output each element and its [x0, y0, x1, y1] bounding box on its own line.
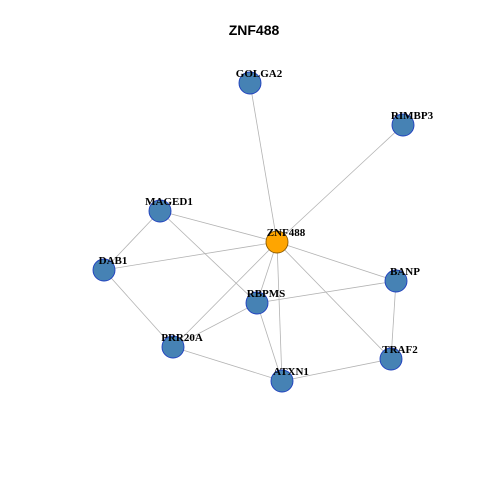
edge-dab1-prr20a [103, 269, 174, 348]
node-label: ZNF488 [267, 227, 306, 239]
node-maged1[interactable]: MAGED1 [145, 196, 193, 223]
node-znf488[interactable]: ZNF488 [265, 227, 306, 254]
edge-banp-traf2 [390, 280, 397, 360]
edge-znf488-dab1 [103, 241, 278, 271]
node-atxn1[interactable]: ATXN1 [270, 366, 309, 393]
edge-znf488-prr20a [172, 241, 278, 348]
node-circle[interactable] [148, 199, 172, 223]
node-circle[interactable] [161, 335, 185, 359]
edge-znf488-banp [276, 241, 397, 282]
node-label: MAGED1 [145, 196, 193, 208]
edge-znf488-rimbp3 [276, 124, 404, 243]
node-circle[interactable] [245, 291, 269, 315]
edge-znf488-atxn1 [276, 241, 283, 382]
edge-rbpms-atxn1 [256, 302, 283, 382]
node-circle[interactable] [238, 71, 262, 95]
node-prr20a[interactable]: PRR20A [161, 332, 203, 359]
node-label: BANP [390, 266, 420, 278]
node-traf2[interactable]: TRAF2 [379, 344, 418, 371]
node-banp[interactable]: BANP [384, 266, 420, 293]
node-label: PRR20A [161, 332, 203, 344]
edge-maged1-dab1 [103, 210, 161, 271]
node-rbpms[interactable]: RBPMS [245, 288, 286, 315]
node-circle[interactable] [92, 258, 116, 282]
node-circle[interactable] [384, 269, 408, 293]
node-label: RBPMS [247, 288, 286, 300]
node-circle[interactable] [265, 230, 289, 254]
node-circle[interactable] [270, 369, 294, 393]
node-circle[interactable] [379, 347, 403, 371]
edges-layer [103, 82, 404, 382]
node-circle[interactable] [391, 113, 415, 137]
node-rimbp3[interactable]: RIMBP3 [391, 110, 434, 137]
node-label: TRAF2 [382, 344, 418, 356]
edge-znf488-traf2 [276, 241, 392, 360]
node-label: ATXN1 [273, 366, 309, 378]
edge-maged1-rbpms [159, 210, 258, 304]
node-label: GOLGA2 [236, 68, 283, 80]
node-label: RIMBP3 [391, 110, 434, 122]
edge-traf2-atxn1 [281, 358, 392, 382]
edge-znf488-golga2 [249, 82, 278, 243]
edge-znf488-maged1 [159, 210, 278, 243]
node-golga2[interactable]: GOLGA2 [236, 68, 283, 95]
edge-prr20a-atxn1 [172, 346, 283, 382]
edge-rbpms-prr20a [172, 302, 258, 348]
node-label: DAB1 [99, 255, 128, 267]
node-dab1[interactable]: DAB1 [92, 255, 128, 282]
diagram-title: ZNF488 [229, 22, 280, 38]
edge-rbpms-banp [256, 280, 397, 304]
